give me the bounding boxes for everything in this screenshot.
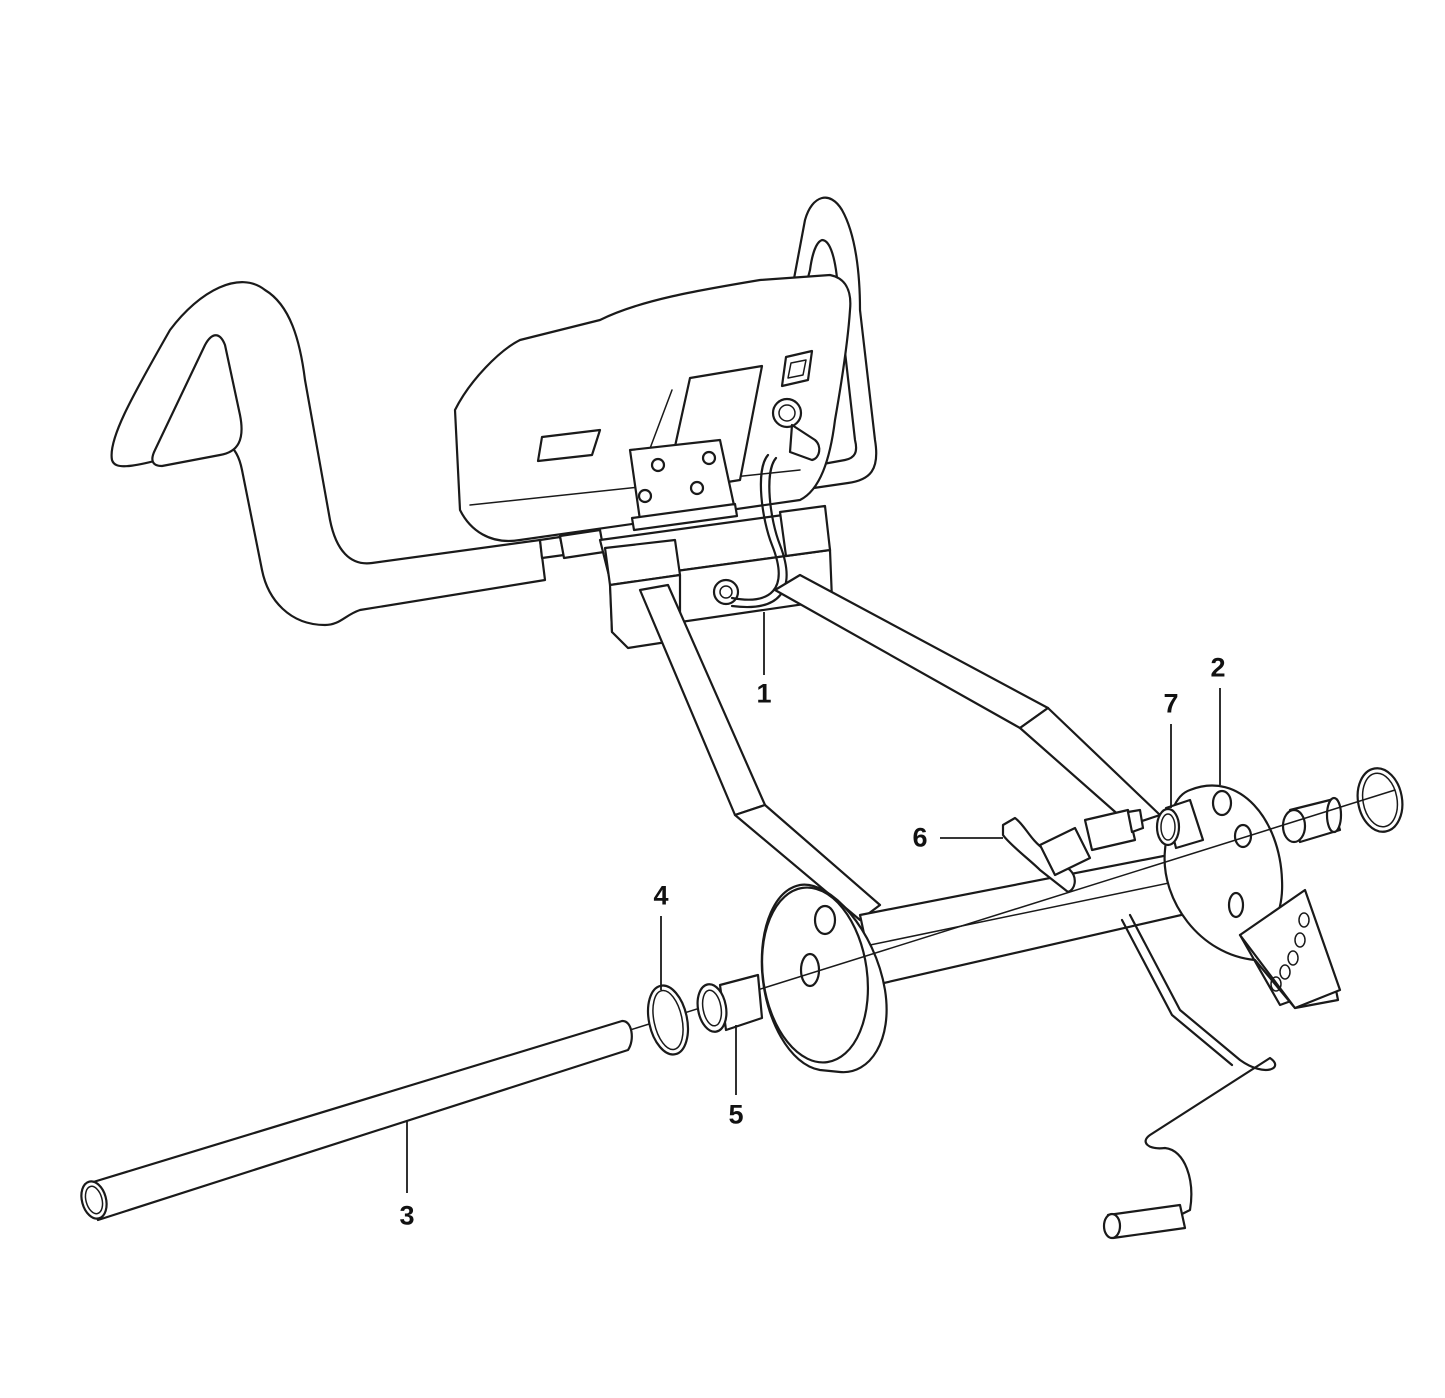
- right-washer-ring: [1356, 767, 1404, 833]
- flanged-bushing: [696, 973, 764, 1033]
- handlebar: [110, 196, 878, 627]
- callout-5: 5: [728, 1099, 744, 1130]
- cable-harness: [730, 453, 788, 609]
- right-bushing: [1281, 796, 1343, 844]
- callout-3: 3: [399, 1200, 415, 1231]
- callout-2: 2: [1210, 652, 1226, 683]
- spacer-bushing: [1155, 798, 1205, 850]
- washer-ring: [646, 984, 690, 1056]
- right-hub-plate: [1163, 784, 1342, 1010]
- callout-1: 1: [756, 678, 772, 709]
- leader-lines: [406, 612, 1221, 1193]
- left-wheel-disc: [760, 883, 888, 1074]
- axle-tube: [80, 1019, 633, 1222]
- callout-6: 6: [912, 822, 928, 853]
- callout-7: 7: [1163, 688, 1179, 719]
- frame-right-arm: [773, 573, 1162, 827]
- sensor-cable: [1102, 913, 1277, 1240]
- hinge-bracket: [628, 438, 739, 532]
- frame-left-arm: [638, 583, 882, 922]
- callout-4: 4: [653, 880, 669, 911]
- locking-knob: [1001, 808, 1145, 894]
